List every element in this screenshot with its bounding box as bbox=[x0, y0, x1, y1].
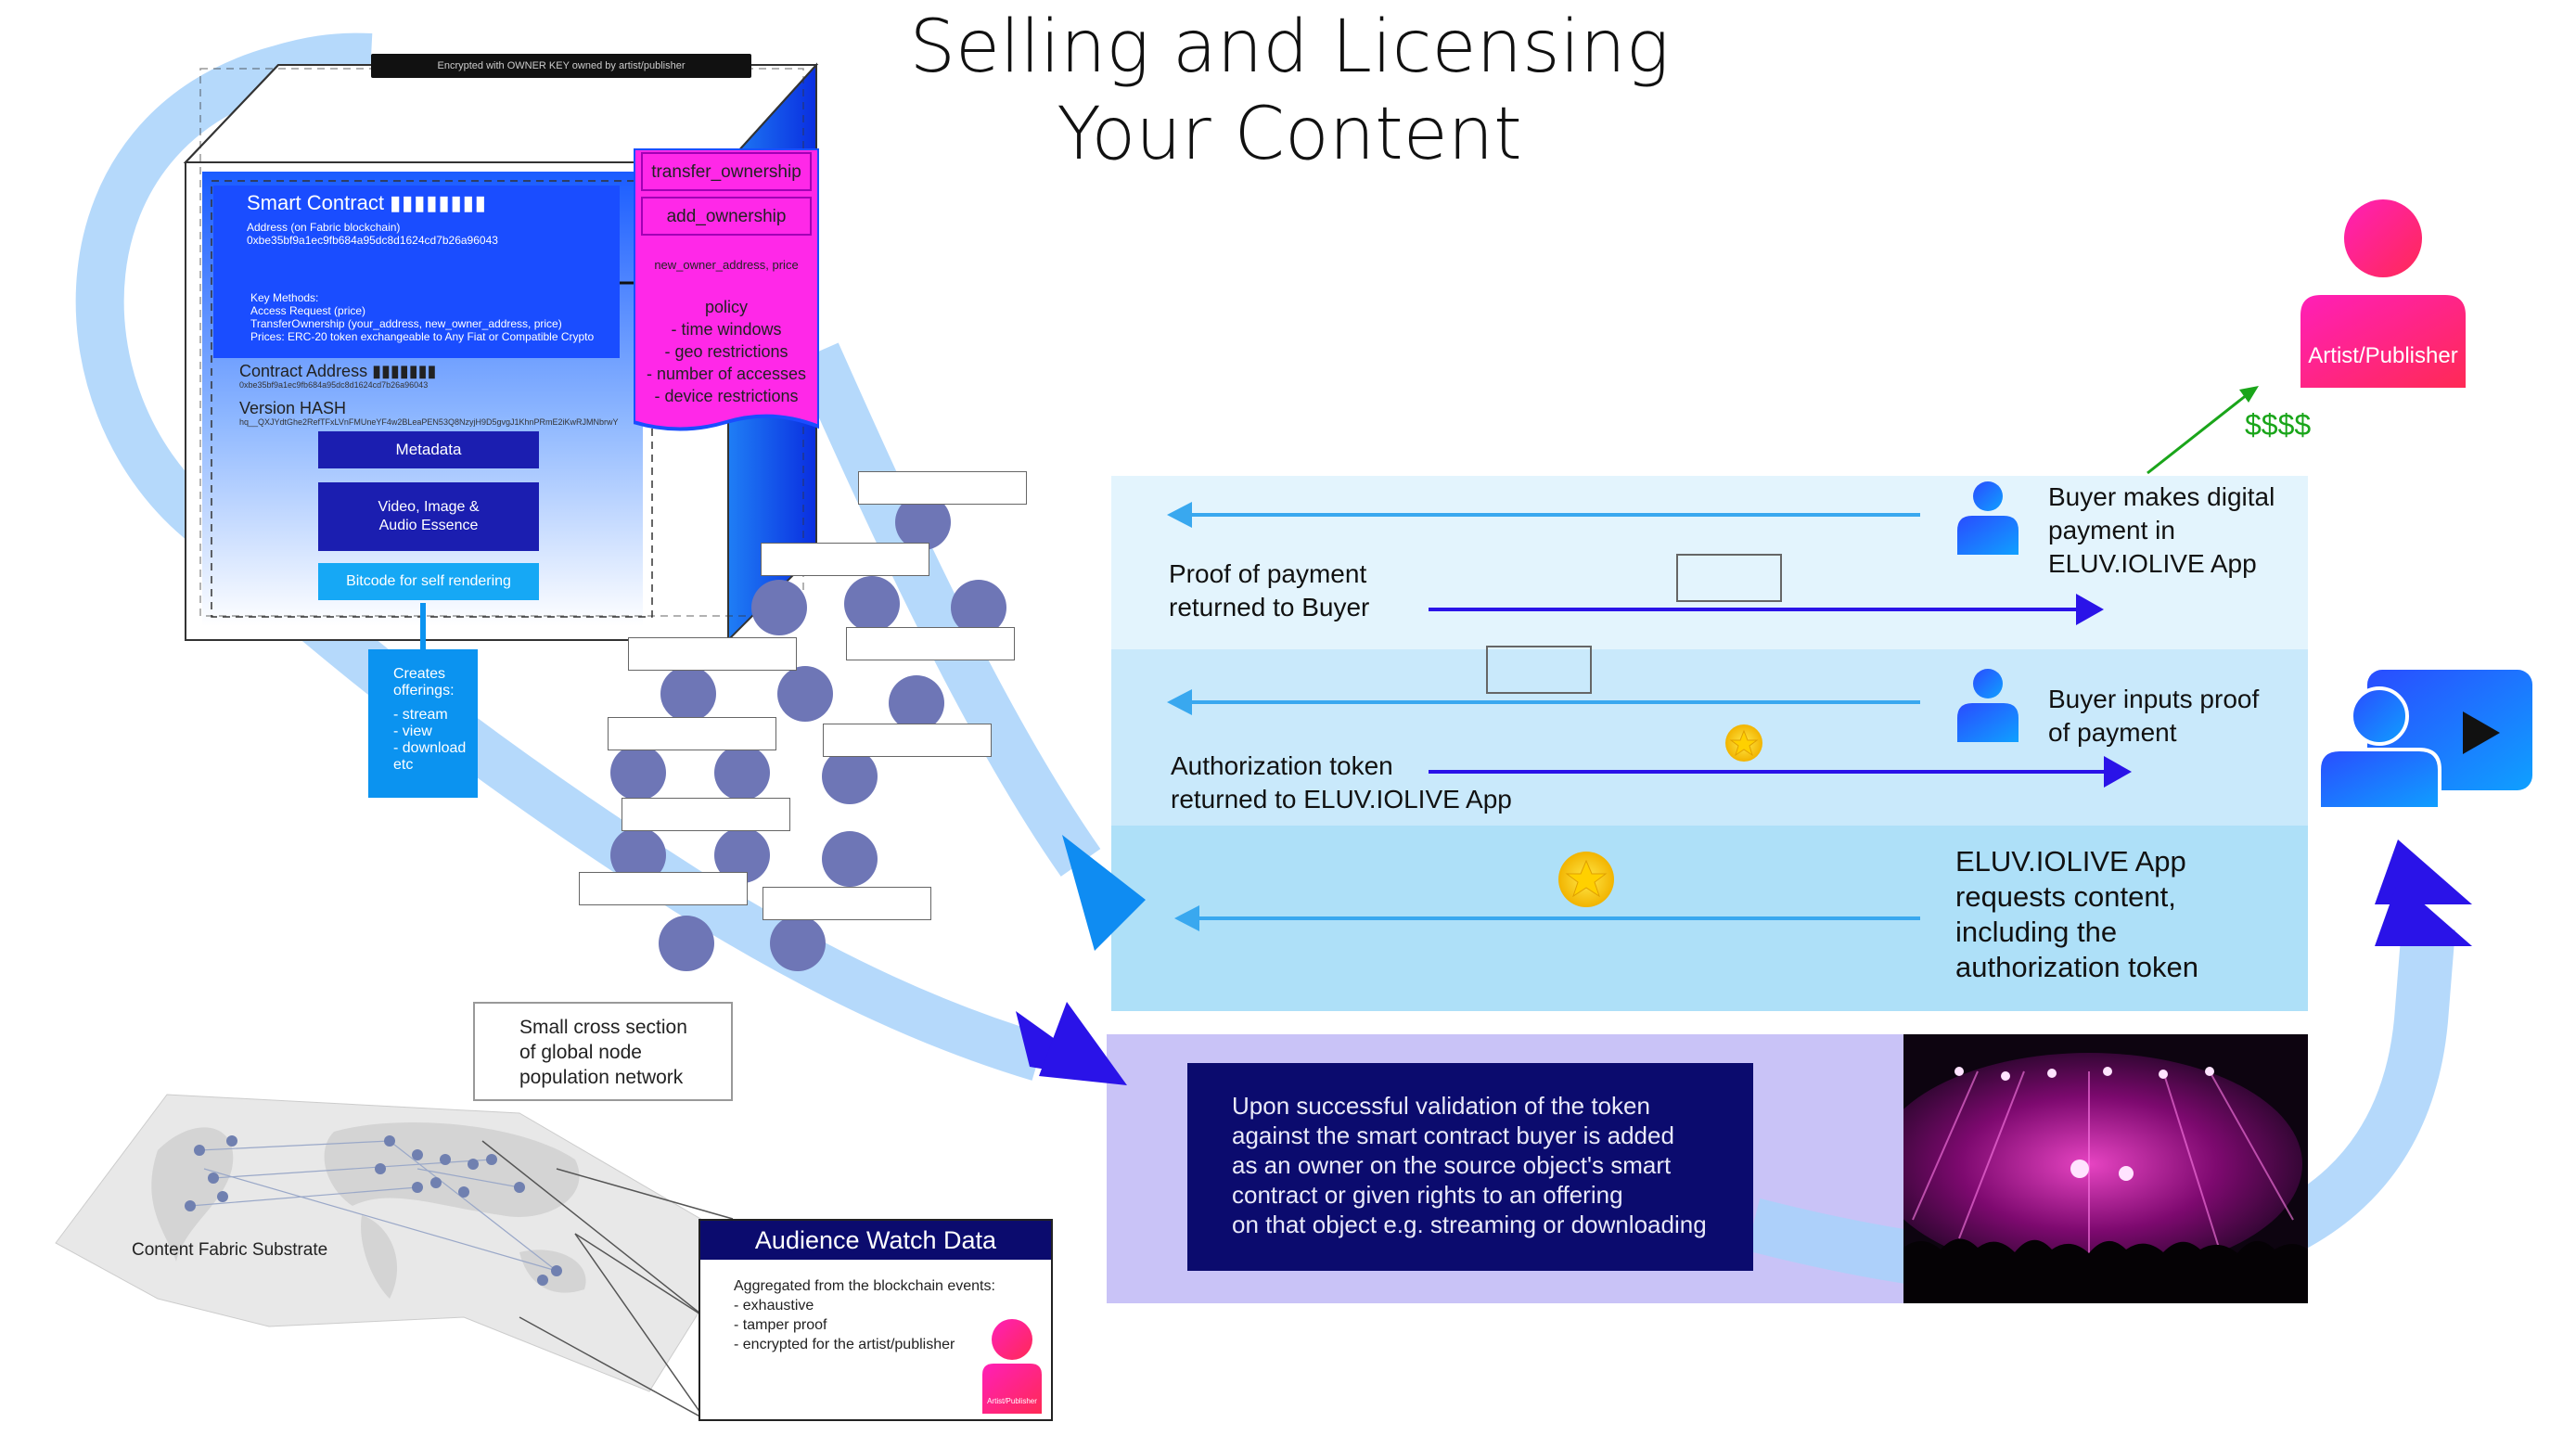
validation-box: Upon successful validation of the token … bbox=[1187, 1063, 1753, 1271]
flow-arc-upper bbox=[794, 342, 1101, 877]
smart-contract-title: Smart Contract ▮▮▮▮▮▮▮▮ bbox=[247, 191, 487, 214]
owner-key-label: Encrypted with OWNER KEY owned by artist… bbox=[371, 54, 751, 78]
metadata-block: Metadata bbox=[318, 431, 539, 468]
contract-methods-panel: transfer_ownership add_ownership new_own… bbox=[634, 148, 819, 436]
concert-illustration bbox=[1876, 1034, 2308, 1303]
big-arrowhead-purple-2 bbox=[1039, 1002, 1127, 1085]
return-arrowhead-2 bbox=[2375, 881, 2472, 946]
band-payment bbox=[1111, 476, 2308, 652]
node-label bbox=[846, 627, 1015, 660]
buyer-icon-2 bbox=[1957, 669, 2019, 742]
artist-publisher-label: Artist/Publisher bbox=[2308, 343, 2458, 368]
substrate-label: Content Fabric Substrate bbox=[132, 1240, 328, 1260]
version-hash-label: Version HASH bbox=[239, 399, 347, 417]
smart-contract-box: Smart Contract ▮▮▮▮▮▮▮▮ Address (on Fabr… bbox=[213, 186, 620, 358]
node-label bbox=[622, 798, 790, 831]
bitcode-block: Bitcode for self rendering bbox=[318, 563, 539, 600]
audience-watch-title: Audience Watch Data bbox=[700, 1221, 1051, 1260]
big-arrowhead-blue bbox=[1062, 835, 1146, 951]
world-map bbox=[55, 1094, 743, 1420]
version-hash-value: hq__QXJYdtGhe2RefTFxLVnFMUneYF4w2BLeaPEN… bbox=[239, 417, 619, 427]
node-label bbox=[628, 637, 797, 671]
prices-note: Prices: ERC-20 token exchangeable to Any… bbox=[250, 330, 595, 343]
buyer-icon-1 bbox=[1957, 481, 2019, 555]
node-label bbox=[608, 717, 776, 750]
method-access-request: Access Request (price) bbox=[250, 304, 366, 317]
concert-image bbox=[1876, 1034, 2308, 1303]
page-title: Selling and Licensing Your Content bbox=[909, 6, 1670, 176]
node-label bbox=[579, 872, 748, 905]
artist-avatar-icon bbox=[982, 1319, 1042, 1414]
band-proof bbox=[1111, 649, 2308, 827]
policy-text: new_owner_address, price policy - time w… bbox=[646, 258, 807, 405]
return-arrowhead bbox=[2375, 839, 2472, 904]
contract-address: 0xbe35bf9a1ec9fb684a95dc8d1624cd7b26a960… bbox=[247, 234, 498, 247]
essence-block: Video, Image &Audio Essence bbox=[318, 482, 539, 551]
audience-watch-panel: Audience Watch Data Aggregated from the … bbox=[698, 1219, 1053, 1421]
contract-address-value: 0xbe35bf9a1ec9fb684a95dc8d1624cd7b26a960… bbox=[239, 380, 429, 390]
node-label bbox=[858, 471, 1027, 505]
loop-arc bbox=[75, 32, 373, 538]
node-network bbox=[610, 494, 1006, 971]
address-label: Address (on Fabric blockchain) bbox=[247, 221, 401, 234]
artist-avatar-label: Artist/Publisher bbox=[987, 1397, 1037, 1405]
artist-publisher-icon bbox=[2300, 199, 2466, 388]
node-label bbox=[823, 724, 992, 757]
viewer-video-icon bbox=[2317, 670, 2532, 811]
node-label bbox=[761, 543, 929, 576]
add-ownership-button[interactable]: add_ownership bbox=[641, 197, 812, 236]
node-label bbox=[763, 887, 931, 920]
money-arrow bbox=[2147, 392, 2249, 475]
method-transfer-ownership: TransferOwnership (your_address, new_own… bbox=[250, 317, 562, 330]
key-methods-label: Key Methods: bbox=[250, 291, 319, 304]
audience-watch-details: Aggregated from the blockchain events:- … bbox=[734, 1278, 995, 1352]
receipt-icon-2 bbox=[1486, 646, 1592, 694]
money-text: $$$$ bbox=[2245, 408, 2312, 442]
transfer-ownership-button[interactable]: transfer_ownership bbox=[641, 152, 812, 191]
offerings-box: Creates offerings: - stream - view - dow… bbox=[368, 649, 478, 798]
receipt-icon bbox=[1676, 554, 1782, 602]
contract-address-label: Contract Address ▮▮▮▮▮▮▮ bbox=[239, 362, 437, 380]
